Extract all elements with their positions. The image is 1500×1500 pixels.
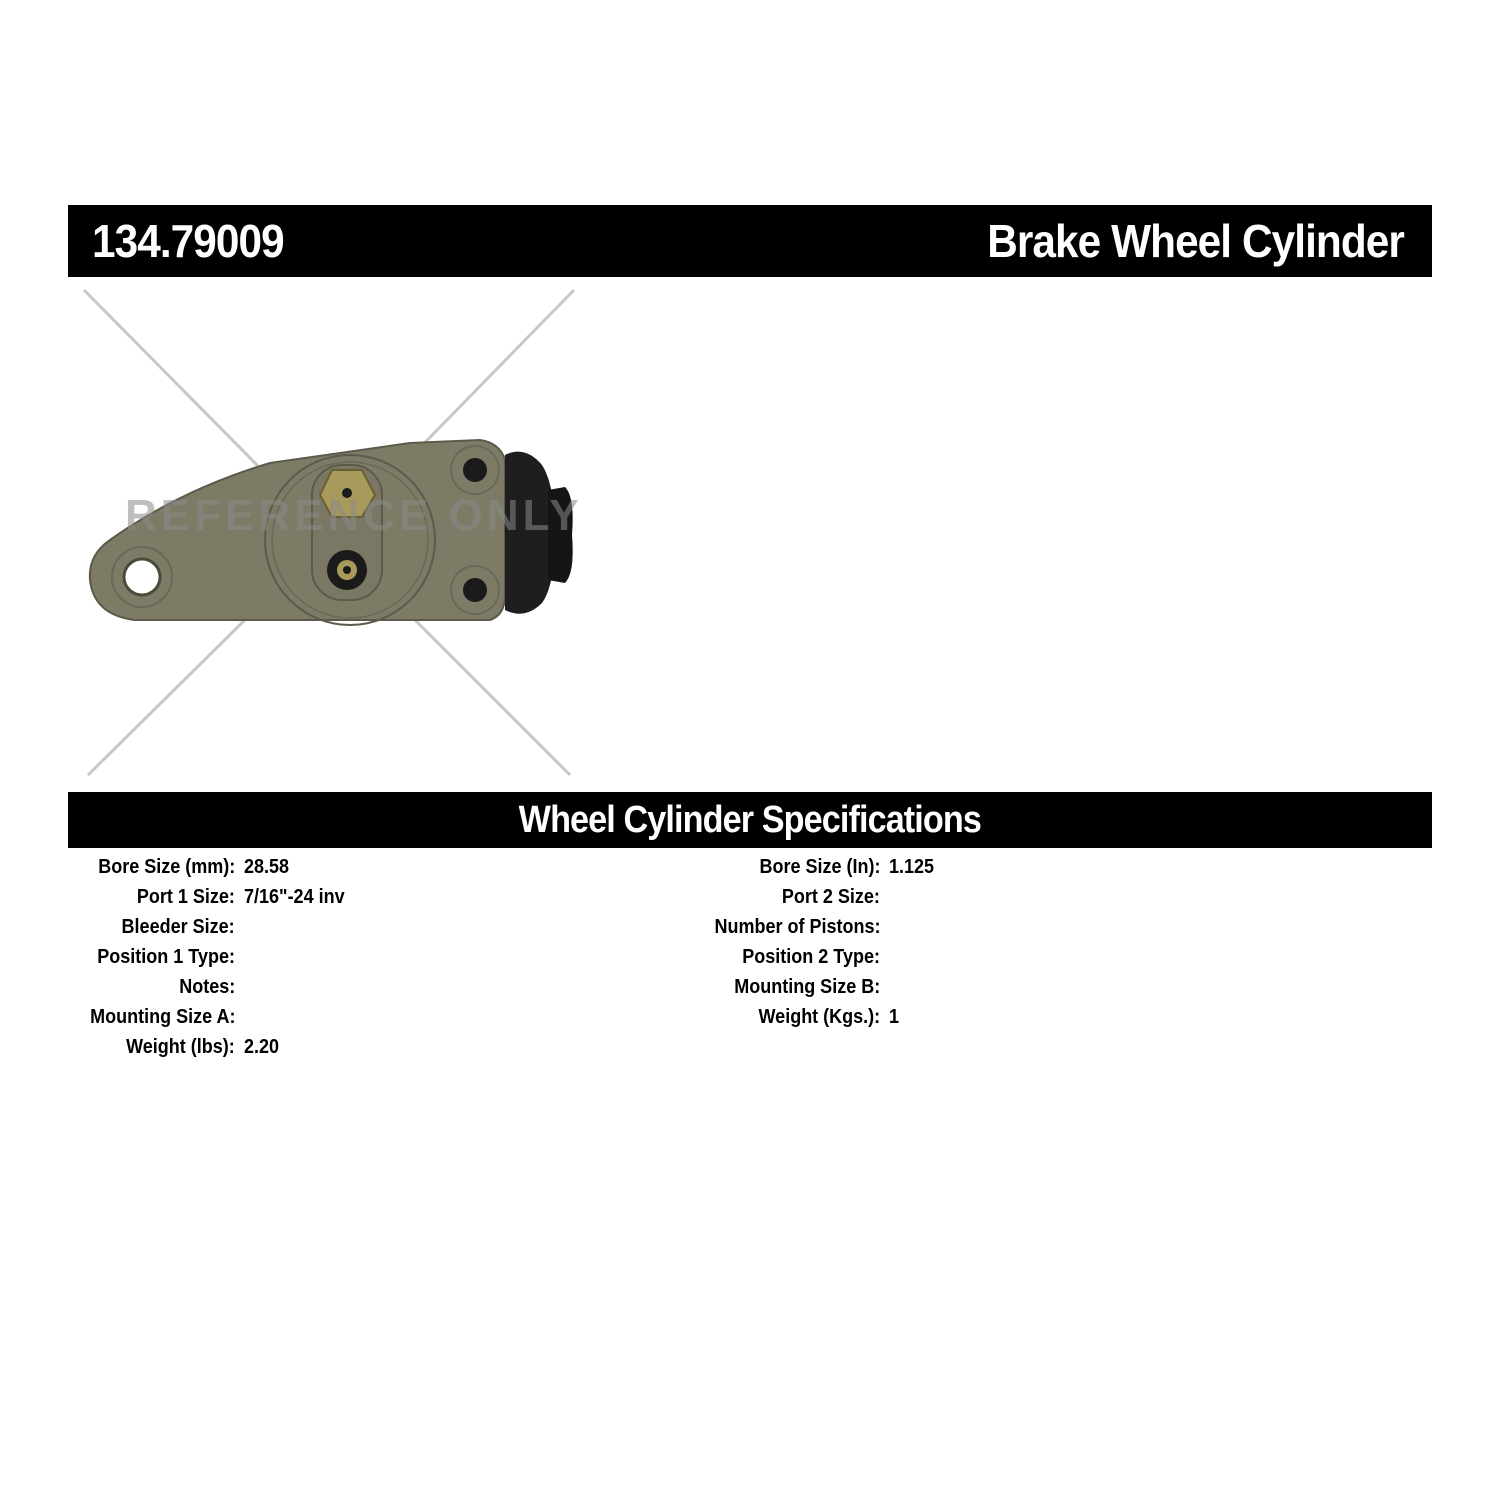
spec-row-weight-kgs: Weight (Kgs.): 1	[0, 1002, 899, 1032]
spec-row-weight-lbs: Weight (lbs): 2.20	[0, 1032, 279, 1062]
spec-value: 2.20	[244, 1036, 280, 1058]
spec-section-header: Wheel Cylinder Specifications	[68, 792, 1432, 848]
product-image: REFERENCE ONLY	[80, 285, 580, 780]
wheel-cylinder-illustration: REFERENCE ONLY	[82, 288, 580, 777]
spec-label: Bleeder Size:	[121, 916, 235, 938]
spec-label: Number of Pistons:	[713, 916, 880, 938]
spec-row-notes: Notes:	[0, 972, 235, 1002]
spec-label: Bore Size (In):	[758, 856, 880, 878]
spec-label: Weight (Kgs.):	[758, 1006, 880, 1028]
spec-row-port-2-size: Port 2 Size:	[0, 882, 880, 912]
spec-label: Port 1 Size:	[136, 886, 235, 908]
spec-label: Bore Size (mm):	[97, 856, 235, 878]
spec-label: Notes:	[178, 976, 235, 998]
spec-row-port-1-size: Port 1 Size: 7/16"-24 inv	[0, 882, 345, 912]
title-bar: 134.79009 Brake Wheel Cylinder	[68, 205, 1432, 277]
spec-row-position-1-type: Position 1 Type:	[0, 942, 235, 972]
spec-value: 28.58	[244, 856, 290, 878]
spec-row-bore-size-mm: Bore Size (mm): 28.58	[0, 852, 289, 882]
spec-value: 1.125	[889, 856, 935, 878]
spec-row-bore-size-in: Bore Size (In): 1.125	[0, 852, 934, 882]
watermark-text: REFERENCE ONLY	[125, 491, 580, 540]
spec-label: Position 2 Type:	[742, 946, 880, 968]
spec-label: Port 2 Size:	[781, 886, 880, 908]
spec-value: 7/16"-24 inv	[244, 886, 345, 908]
spec-row-mounting-size-b: Mounting Size B:	[0, 972, 880, 1002]
spec-row-bleeder-size: Bleeder Size:	[0, 912, 235, 942]
spec-label: Weight (lbs):	[126, 1036, 235, 1058]
spec-row-position-2-type: Position 2 Type:	[0, 942, 880, 972]
spec-value: 1	[889, 1006, 900, 1028]
spec-row-number-of-pistons: Number of Pistons:	[0, 912, 880, 942]
part-number: 134.79009	[92, 215, 285, 267]
spec-title: Wheel Cylinder Specifications	[518, 799, 982, 841]
cross-line-icon	[82, 288, 262, 470]
product-type: Brake Wheel Cylinder	[987, 215, 1405, 267]
spec-label: Mounting Size B:	[734, 976, 880, 998]
spec-label: Position 1 Type:	[97, 946, 235, 968]
spec-row-mounting-size-a: Mounting Size A:	[0, 1002, 235, 1032]
spec-label: Mounting Size A:	[89, 1006, 235, 1028]
